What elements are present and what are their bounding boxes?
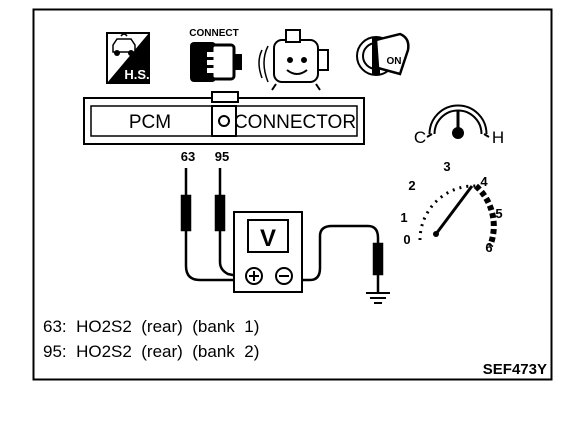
tach-mark-5: 5 xyxy=(495,206,502,221)
ground-icon xyxy=(366,292,390,304)
tachometer: 0 1 2 3 4 5 6 xyxy=(400,159,502,255)
hot-standby-label: H.S. xyxy=(124,67,149,82)
temp-cold-label: C xyxy=(414,128,426,147)
ignition-on-label: ON xyxy=(387,56,402,67)
pcm-connector: PCM CONNECTOR xyxy=(83,91,365,145)
terminal-95-label: 95 xyxy=(215,149,229,164)
tach-mark-6: 6 xyxy=(485,240,492,255)
tach-needle xyxy=(434,185,474,235)
hot-standby-icon: H.S. xyxy=(106,32,150,84)
tach-mark-3: 3 xyxy=(443,159,450,174)
connect-icon: CONNECT xyxy=(189,28,242,82)
legend-line-1: 63: HO2S2 (rear) (bank 1) xyxy=(43,317,259,336)
legend-line-2: 95: HO2S2 (rear) (bank 2) xyxy=(43,342,259,361)
voltmeter: V xyxy=(233,211,303,293)
probe-wires xyxy=(180,168,384,292)
voltmeter-symbol: V xyxy=(260,225,276,252)
tach-mark-1: 1 xyxy=(400,210,407,225)
terminal-63-label: 63 xyxy=(181,149,195,164)
engine-running-icon xyxy=(258,29,329,91)
tach-mark-2: 2 xyxy=(408,178,415,193)
figure-code: SEF473Y xyxy=(483,361,547,378)
temp-hot-label: H xyxy=(492,128,504,147)
connector-label: CONNECTOR xyxy=(234,112,356,133)
tach-mark-4: 4 xyxy=(480,174,488,189)
ignition-on-icon: ON xyxy=(356,32,410,76)
pcm-label: PCM xyxy=(129,112,171,133)
connector-latch-icon xyxy=(218,115,230,127)
tach-mark-0: 0 xyxy=(403,232,410,247)
temperature-gauge: C H xyxy=(414,104,504,147)
diagram-frame xyxy=(32,8,553,381)
connect-label: CONNECT xyxy=(189,28,238,39)
